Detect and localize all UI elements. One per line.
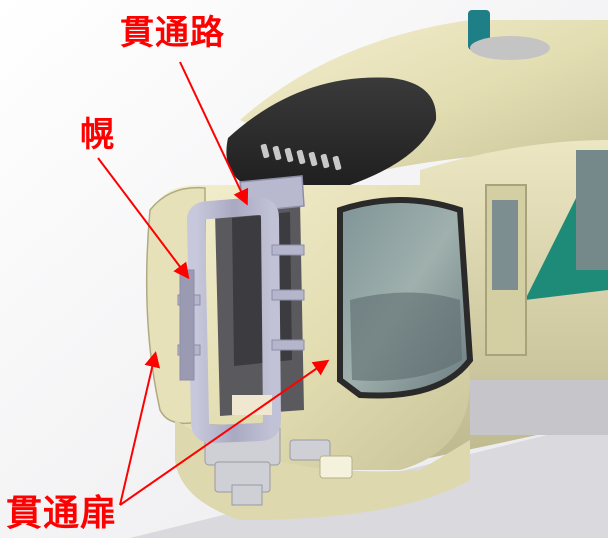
gangway-frame (186, 196, 282, 444)
upper-window (226, 77, 437, 188)
arrow-door-right (119, 359, 330, 506)
label-gangway: 貫通路 (120, 13, 225, 53)
arrow-door-left (119, 351, 161, 506)
gangway-rails (177, 244, 305, 381)
marker-lights (260, 143, 342, 171)
arrow-bellows (97, 157, 190, 280)
arrow-gangway (179, 61, 249, 206)
annotation-arrows (97, 61, 330, 506)
label-gangway-door: 貫通扉 (6, 493, 118, 534)
label-bellows: 幌 (80, 115, 115, 155)
